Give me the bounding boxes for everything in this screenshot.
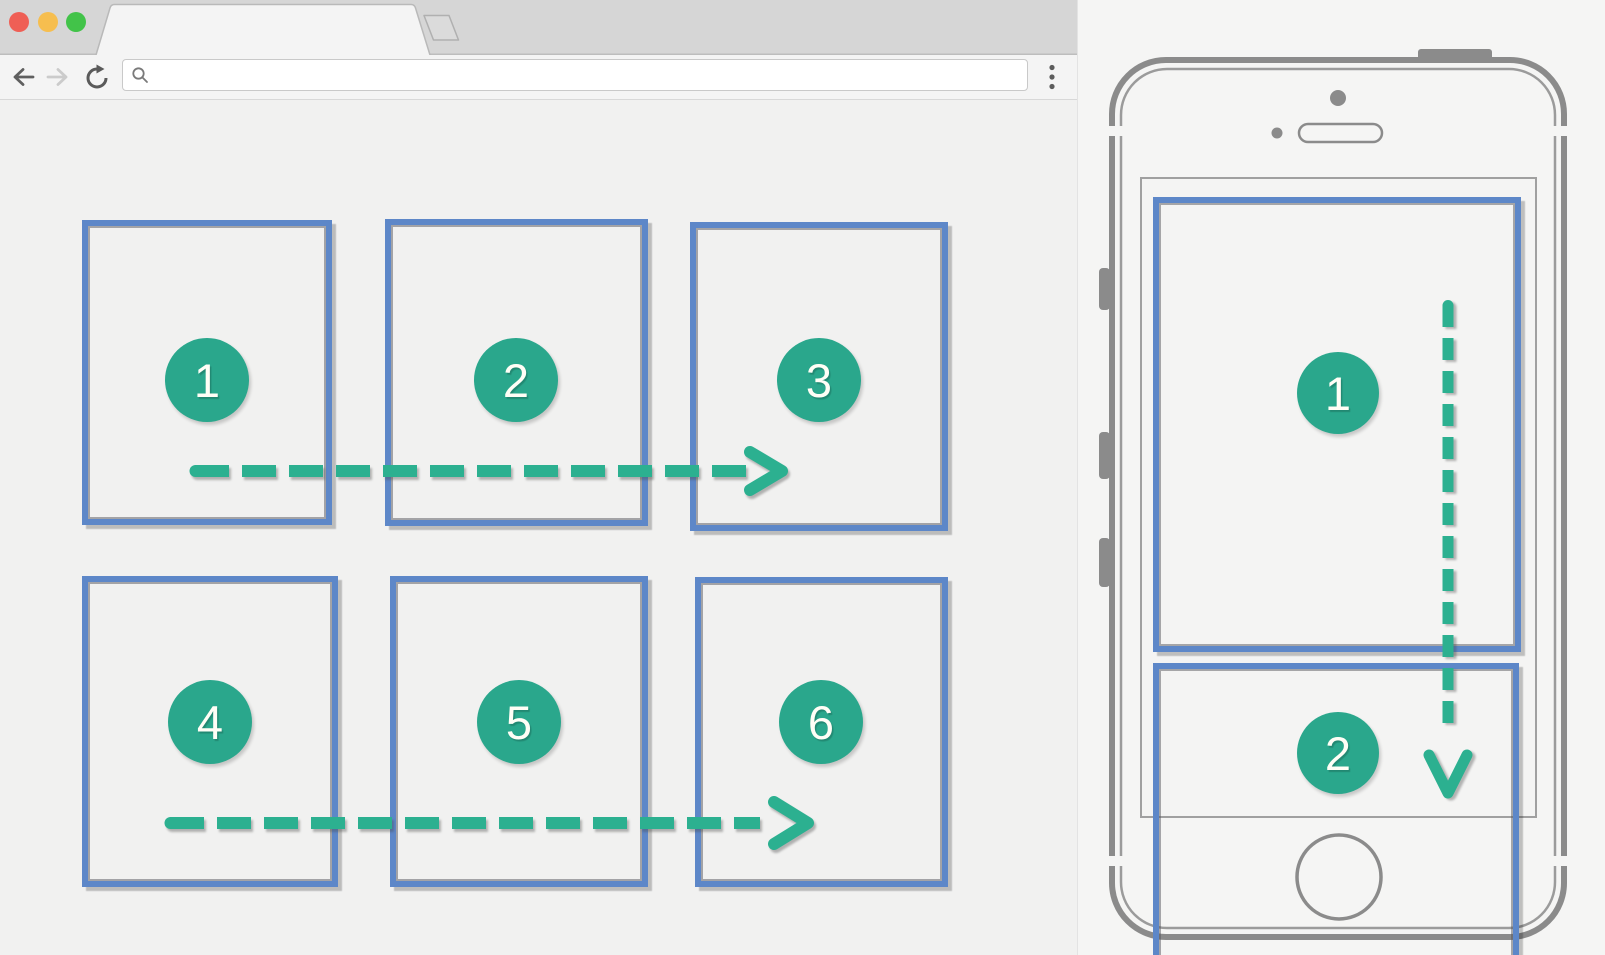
badge-label: 6	[807, 695, 835, 749]
number-badge-mobile-2: 2	[1297, 712, 1379, 794]
number-badge-4: 4	[168, 680, 252, 764]
address-input[interactable]	[155, 59, 1027, 91]
desktop-block-3	[690, 222, 948, 531]
desktop-block-4	[82, 576, 338, 887]
new-tab-button[interactable]	[423, 14, 460, 41]
number-badge-6: 6	[779, 680, 863, 764]
badge-label: 2	[502, 353, 530, 407]
number-badge-2: 2	[474, 338, 558, 422]
mute-switch	[1099, 268, 1110, 310]
frame-notch	[1552, 126, 1570, 136]
badge-label: 1	[1324, 366, 1352, 420]
browser-menu-button[interactable]	[1046, 63, 1058, 91]
traffic-light-minimize[interactable]	[38, 12, 58, 32]
earpiece-speaker	[1297, 122, 1384, 144]
desktop-block-2	[385, 219, 648, 526]
sensor-dot-icon	[1271, 127, 1283, 139]
tab-strip-bottom-line	[0, 53, 1077, 55]
traffic-light-maximize[interactable]	[66, 12, 86, 32]
address-bar[interactable]	[122, 59, 1028, 91]
badge-label: 3	[805, 353, 833, 407]
desktop-block-1	[82, 220, 332, 525]
power-button	[1418, 49, 1492, 61]
back-button[interactable]	[9, 63, 37, 91]
front-camera-icon	[1330, 90, 1346, 106]
phone-inner-frame	[1119, 67, 1557, 930]
frame-notch	[1106, 856, 1124, 866]
active-tab[interactable]	[96, 4, 430, 56]
number-badge-mobile-1: 1	[1297, 352, 1379, 434]
badge-label: 2	[1324, 726, 1352, 780]
desktop-block-6	[695, 577, 948, 887]
forward-arrow-icon	[46, 68, 68, 86]
active-tab-outline	[95, 3, 431, 56]
desktop-block-5	[390, 576, 648, 887]
number-badge-3: 3	[777, 338, 861, 422]
browser-toolbar	[0, 55, 1077, 100]
ellipsis-dot	[1049, 74, 1055, 80]
badge-label: 4	[196, 695, 224, 749]
ellipsis-dot	[1049, 64, 1055, 71]
traffic-light-close[interactable]	[9, 12, 29, 32]
forward-button[interactable]	[44, 63, 72, 91]
phone-screen-bezel	[1140, 177, 1537, 818]
reload-button[interactable]	[83, 63, 111, 91]
home-button	[1295, 833, 1383, 921]
mobile-block-1	[1153, 197, 1521, 652]
reload-icon	[86, 67, 108, 89]
phone-mockup	[1099, 49, 1570, 940]
reload-icon-arrowhead	[96, 64, 105, 74]
badge-label: 1	[193, 353, 221, 407]
volume-up-button	[1099, 432, 1110, 479]
volume-down-button	[1099, 538, 1110, 587]
phone-outer-frame	[1109, 57, 1567, 940]
frame-notch	[1106, 126, 1124, 136]
number-badge-5: 5	[477, 680, 561, 764]
ellipsis-dot	[1049, 83, 1055, 90]
back-arrow-icon	[13, 68, 35, 86]
mobile-block-2	[1153, 663, 1519, 955]
browser-tab-strip	[0, 0, 1077, 56]
browser-window: 1 2 3 4 5 6	[0, 0, 1077, 887]
badge-label: 5	[505, 695, 533, 749]
tab-strip-graphic	[0, 0, 1077, 56]
search-icon	[132, 67, 148, 83]
mobile-panel: 1 2	[1077, 0, 1605, 955]
frame-notch	[1552, 856, 1570, 866]
number-badge-1: 1	[165, 338, 249, 422]
